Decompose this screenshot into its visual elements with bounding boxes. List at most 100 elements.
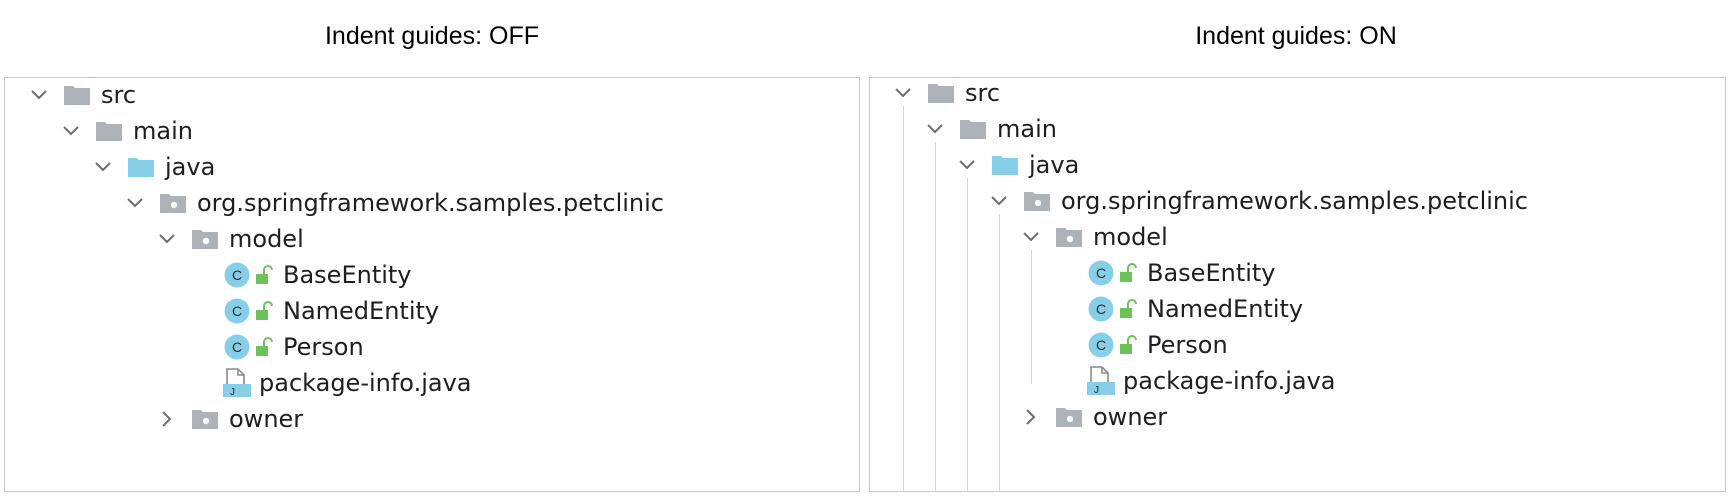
tree-node-label: java xyxy=(165,153,216,181)
tree-node-file-package-info[interactable]: J package-info.java xyxy=(1049,361,1335,401)
chevron-down-icon[interactable] xyxy=(25,81,53,109)
chevron-right-icon[interactable] xyxy=(153,405,181,433)
tree-node-label: package-info.java xyxy=(1123,367,1336,395)
chevron-down-icon[interactable] xyxy=(921,115,949,143)
tree-node-class-namedentity[interactable]: C NamedEntity xyxy=(185,291,439,331)
class-icon: C xyxy=(224,298,250,324)
tree-node-class-baseentity[interactable]: C BaseEntity xyxy=(185,255,412,295)
tree-node-package[interactable]: org.springframework.samples.petclinic xyxy=(985,181,1528,221)
chevron-down-icon[interactable] xyxy=(89,153,117,181)
svg-text:C: C xyxy=(1096,301,1106,317)
unlocked-icon xyxy=(1120,299,1137,318)
tree-node-class-baseentity[interactable]: C BaseEntity xyxy=(1049,253,1276,293)
project-tree-panel-guides-on[interactable]: src main java org.springframework.sample… xyxy=(869,77,1726,492)
tree-node-class-person[interactable]: C Person xyxy=(185,327,364,367)
indent-guide xyxy=(999,214,1000,491)
package-icon xyxy=(192,410,218,429)
unlocked-icon xyxy=(1120,335,1137,354)
svg-text:J: J xyxy=(230,387,235,398)
indent-guide xyxy=(903,106,904,491)
tree-indent xyxy=(185,261,213,289)
tree-node-src[interactable]: src xyxy=(25,78,137,115)
chevron-down-icon[interactable] xyxy=(1017,223,1045,251)
caption-left: Indent guides: OFF xyxy=(324,22,539,50)
indent-guide xyxy=(935,142,936,491)
chevron-down-icon[interactable] xyxy=(985,187,1013,215)
tree-node-src[interactable]: src xyxy=(889,78,1001,113)
unlocked-icon xyxy=(256,337,273,356)
unlocked-icon xyxy=(1120,263,1137,282)
chevron-down-icon[interactable] xyxy=(889,79,917,107)
tree-node-class-person[interactable]: C Person xyxy=(1049,325,1228,365)
unlocked-icon xyxy=(256,301,273,320)
tree-indent xyxy=(185,297,213,325)
source-root-folder-icon xyxy=(128,158,154,177)
tree-node-label: model xyxy=(229,225,304,253)
tree-node-label: owner xyxy=(229,405,304,433)
tree-node-label: main xyxy=(997,115,1057,143)
tree-node-java[interactable]: java xyxy=(89,147,215,187)
svg-text:J: J xyxy=(1094,385,1099,396)
java-file-icon: J xyxy=(223,368,251,398)
project-tree[interactable]: src main java org.springframework.sample… xyxy=(870,78,1725,491)
class-icon: C xyxy=(1088,296,1114,322)
chevron-down-icon[interactable] xyxy=(153,225,181,253)
tree-node-label: owner xyxy=(1093,403,1168,431)
tree-node-label: NamedEntity xyxy=(1147,295,1304,323)
folder-icon xyxy=(64,86,90,105)
tree-node-java[interactable]: java xyxy=(953,145,1079,185)
tree-node-model[interactable]: model xyxy=(153,219,304,259)
tree-indent xyxy=(1049,367,1077,395)
tree-node-label: Person xyxy=(283,333,364,361)
chevron-down-icon[interactable] xyxy=(57,117,85,145)
tree-indent xyxy=(185,333,213,361)
tree-node-class-namedentity[interactable]: C NamedEntity xyxy=(1049,289,1303,329)
tree-node-main[interactable]: main xyxy=(921,109,1057,149)
folder-icon xyxy=(960,120,986,139)
tree-node-model[interactable]: model xyxy=(1017,217,1168,257)
tree-node-label: org.springframework.samples.petclinic xyxy=(1061,187,1528,215)
package-icon xyxy=(192,230,218,249)
tree-node-package[interactable]: org.springframework.samples.petclinic xyxy=(121,183,664,223)
package-icon xyxy=(1056,408,1082,427)
svg-text:C: C xyxy=(232,303,242,319)
tree-indent xyxy=(1049,259,1077,287)
unlocked-icon xyxy=(256,265,273,284)
class-icon: C xyxy=(1088,260,1114,286)
tree-node-owner[interactable]: owner xyxy=(153,399,303,439)
folder-icon xyxy=(96,122,122,141)
tree-indent xyxy=(185,369,213,397)
svg-text:C: C xyxy=(232,267,242,283)
package-icon xyxy=(160,194,186,213)
tree-node-label: src xyxy=(101,81,137,109)
tree-node-label: model xyxy=(1093,223,1168,251)
project-tree-panel-guides-off[interactable]: src main java org.springframework.sample… xyxy=(4,77,860,492)
tree-indent xyxy=(1049,295,1077,323)
caption-right: Indent guides: ON xyxy=(1195,22,1397,50)
class-icon: C xyxy=(1088,332,1114,358)
project-tree[interactable]: src main java org.springframework.sample… xyxy=(5,78,859,491)
indent-guide xyxy=(967,178,968,491)
tree-node-file-package-info[interactable]: J package-info.java xyxy=(185,363,471,403)
svg-text:C: C xyxy=(1096,337,1106,353)
java-file-icon: J xyxy=(1087,366,1115,396)
chevron-down-icon[interactable] xyxy=(121,189,149,217)
tree-node-owner[interactable]: owner xyxy=(1017,397,1167,437)
tree-node-main[interactable]: main xyxy=(57,111,193,151)
svg-text:C: C xyxy=(232,339,242,355)
svg-text:C: C xyxy=(1096,265,1106,281)
class-icon: C xyxy=(224,334,250,360)
tree-node-label: src xyxy=(965,79,1001,107)
tree-indent xyxy=(1049,331,1077,359)
tree-node-label: org.springframework.samples.petclinic xyxy=(197,189,664,217)
indent-guide xyxy=(1031,250,1032,384)
tree-node-label: java xyxy=(1029,151,1080,179)
package-icon xyxy=(1024,192,1050,211)
folder-icon xyxy=(928,84,954,103)
tree-node-label: BaseEntity xyxy=(1147,259,1276,287)
tree-node-label: Person xyxy=(1147,331,1228,359)
chevron-down-icon[interactable] xyxy=(953,151,981,179)
chevron-right-icon[interactable] xyxy=(1017,403,1045,431)
source-root-folder-icon xyxy=(992,156,1018,175)
tree-node-label: main xyxy=(133,117,193,145)
